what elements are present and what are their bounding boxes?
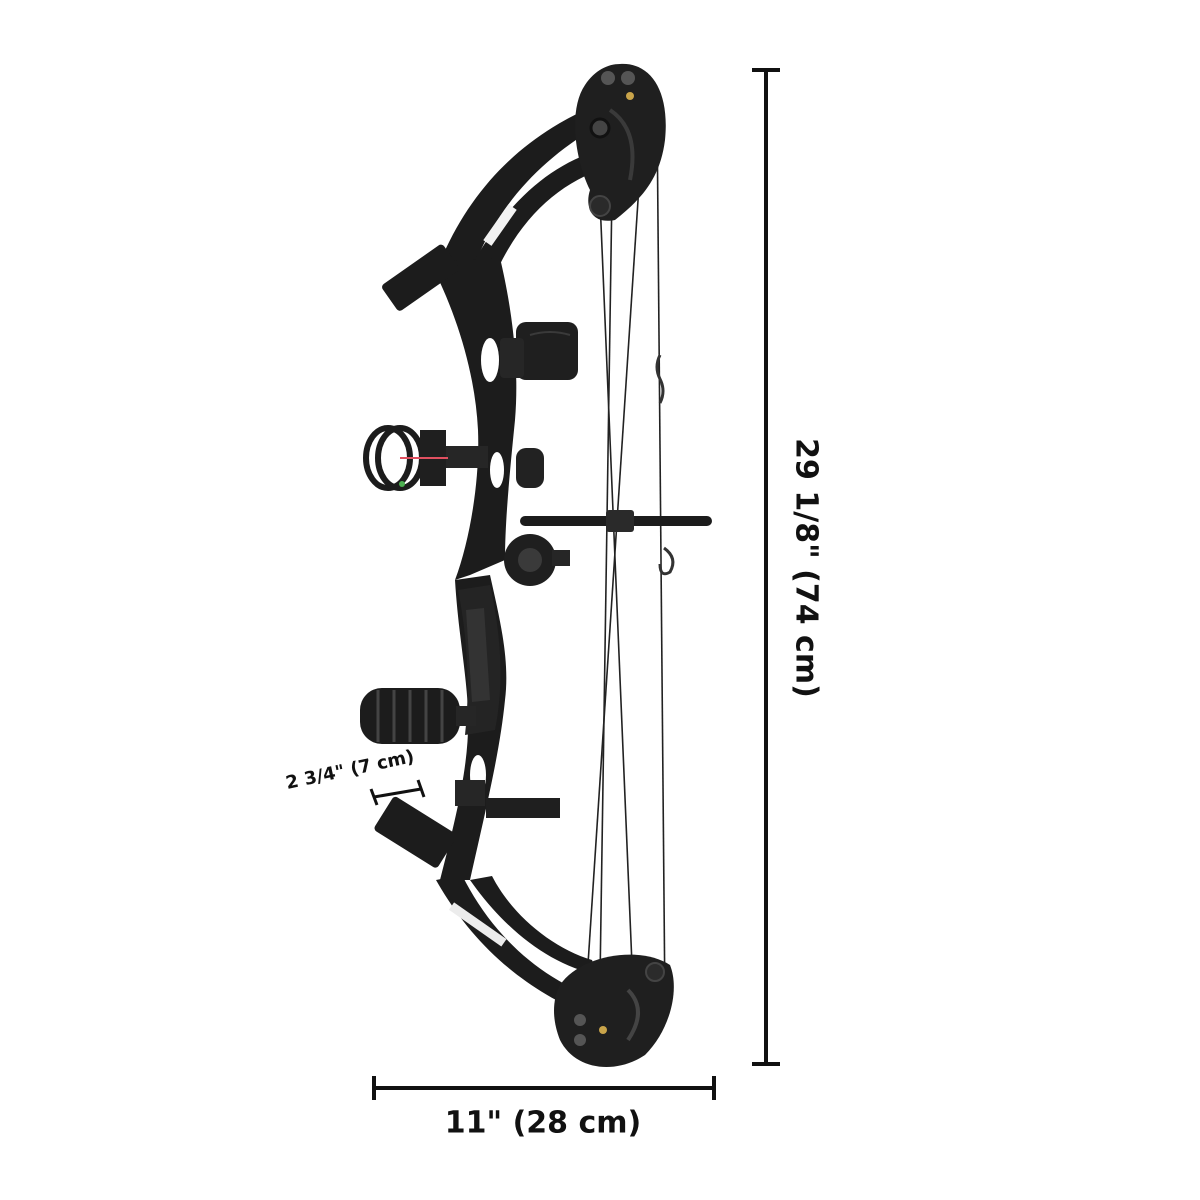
height-dimension-line — [752, 68, 780, 1066]
arrow-rest — [504, 448, 570, 586]
upper-limb — [440, 110, 606, 275]
quiver — [500, 322, 578, 380]
upper-cam — [575, 63, 666, 221]
upper-limb-label — [483, 204, 517, 246]
height-dimension-label: 29 1/8" (74 cm) — [788, 438, 824, 698]
width-dimension-line — [372, 1076, 716, 1100]
lower-cam — [554, 954, 674, 1067]
sight — [363, 425, 488, 491]
grip-dimension-line — [369, 779, 426, 806]
stabilizer-rod — [520, 510, 712, 532]
string-loop — [655, 354, 675, 576]
width-dimension-label: 11" (28 cm) — [444, 1105, 642, 1141]
riser — [374, 244, 517, 880]
bow-string — [584, 109, 666, 1011]
lower-limb-label — [448, 902, 507, 947]
front-stabilizer — [360, 688, 476, 744]
lower-bracket — [455, 780, 560, 818]
grip — [458, 585, 501, 735]
